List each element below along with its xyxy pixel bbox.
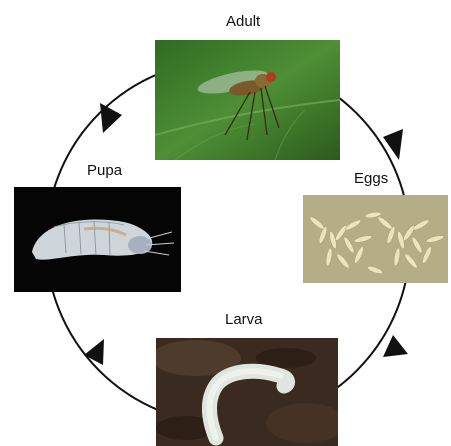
stage-label-larva: Larva	[225, 311, 263, 328]
arrowhead-adult-to-eggs	[383, 129, 403, 160]
arrowhead-eggs-to-larva	[383, 335, 408, 357]
stage-label-adult: Adult	[226, 13, 260, 30]
adult-fly-photo	[155, 40, 340, 160]
eggs-photo	[303, 195, 448, 283]
arrowhead-pupa-to-adult	[100, 103, 122, 133]
pupa-photo	[14, 187, 181, 292]
larva-photo	[156, 338, 338, 446]
stage-label-eggs: Eggs	[354, 170, 388, 187]
stage-label-pupa: Pupa	[87, 162, 122, 179]
arrowhead-larva-to-pupa	[84, 339, 104, 365]
